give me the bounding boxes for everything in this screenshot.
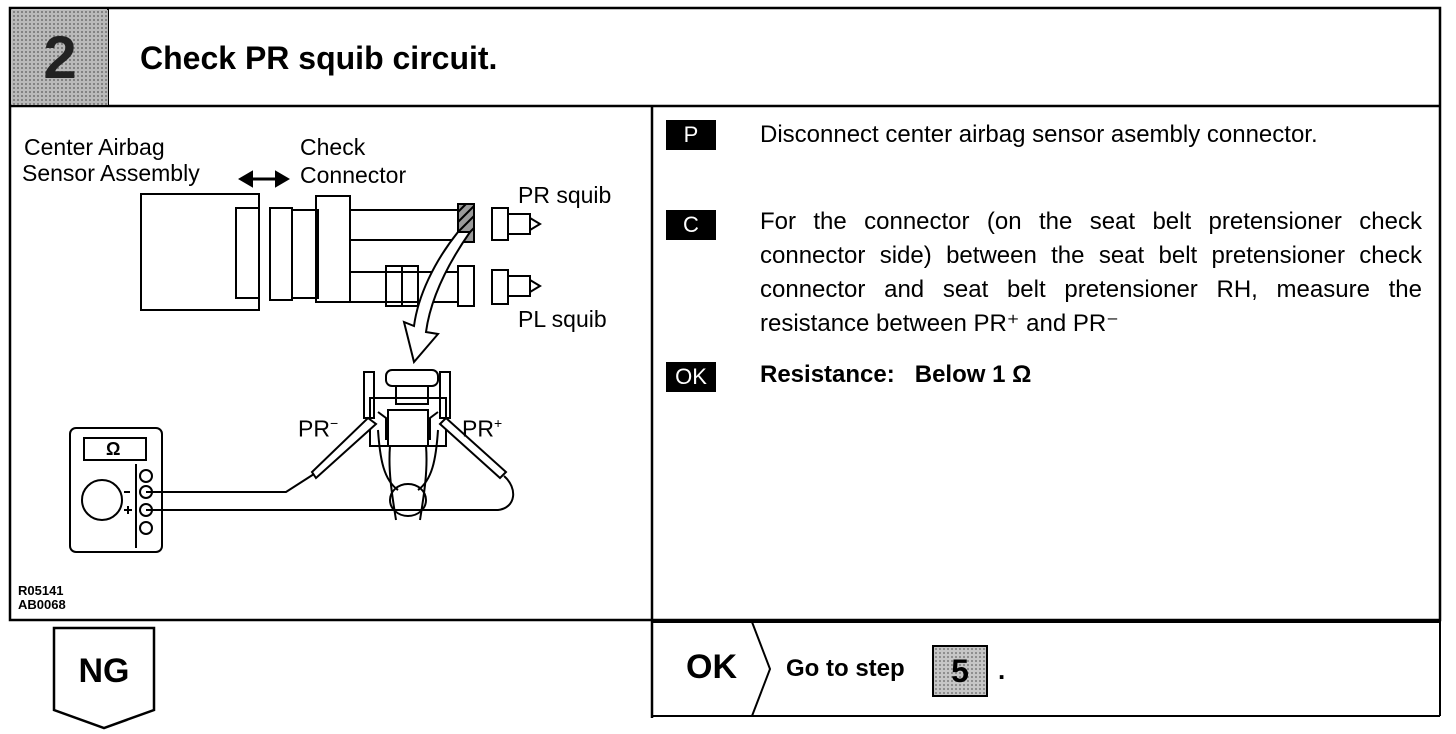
connector-detail-drawing xyxy=(146,369,514,521)
page-title: Check PR squib circuit. xyxy=(140,40,498,76)
label-pr-minus: PR− xyxy=(298,415,339,442)
tag-p: P xyxy=(666,120,716,150)
label-pr-plus: PR+ xyxy=(462,415,503,442)
instruction-ok: Resistance: Below 1 Ω xyxy=(760,361,1032,388)
label-pr-squib: PR squib xyxy=(518,182,612,208)
tag-ok: OK xyxy=(666,362,716,392)
ng-label: NG xyxy=(78,652,130,690)
meter-ohm-symbol: Ω xyxy=(106,439,121,459)
step-number-badge: 2 xyxy=(12,10,108,105)
goto-step-box[interactable]: 5 xyxy=(932,645,988,697)
tag-c: C xyxy=(666,210,716,240)
label-connector: Connector xyxy=(300,162,407,188)
label-sensor-assembly: Sensor Assembly xyxy=(22,160,200,186)
instruction-p: Disconnect center airbag sensor asembly … xyxy=(760,121,1318,148)
ok-label: OK xyxy=(686,648,737,686)
detail-arrow xyxy=(402,231,472,365)
figure-code-1: R05141 xyxy=(18,583,64,598)
goto-period: . xyxy=(998,655,1006,685)
check-connector-drawing xyxy=(269,195,542,307)
instruction-c: For the connector (on the seat belt pret… xyxy=(760,208,1422,337)
label-check: Check xyxy=(300,134,366,160)
label-pl-squib: PL squib xyxy=(518,306,607,332)
goto-text: Go to step xyxy=(786,655,905,682)
multimeter-drawing xyxy=(69,427,163,553)
figure-code-2: AB0068 xyxy=(18,597,66,612)
sensor-assembly-drawing xyxy=(140,170,290,311)
label-center-airbag: Center Airbag xyxy=(24,134,165,160)
